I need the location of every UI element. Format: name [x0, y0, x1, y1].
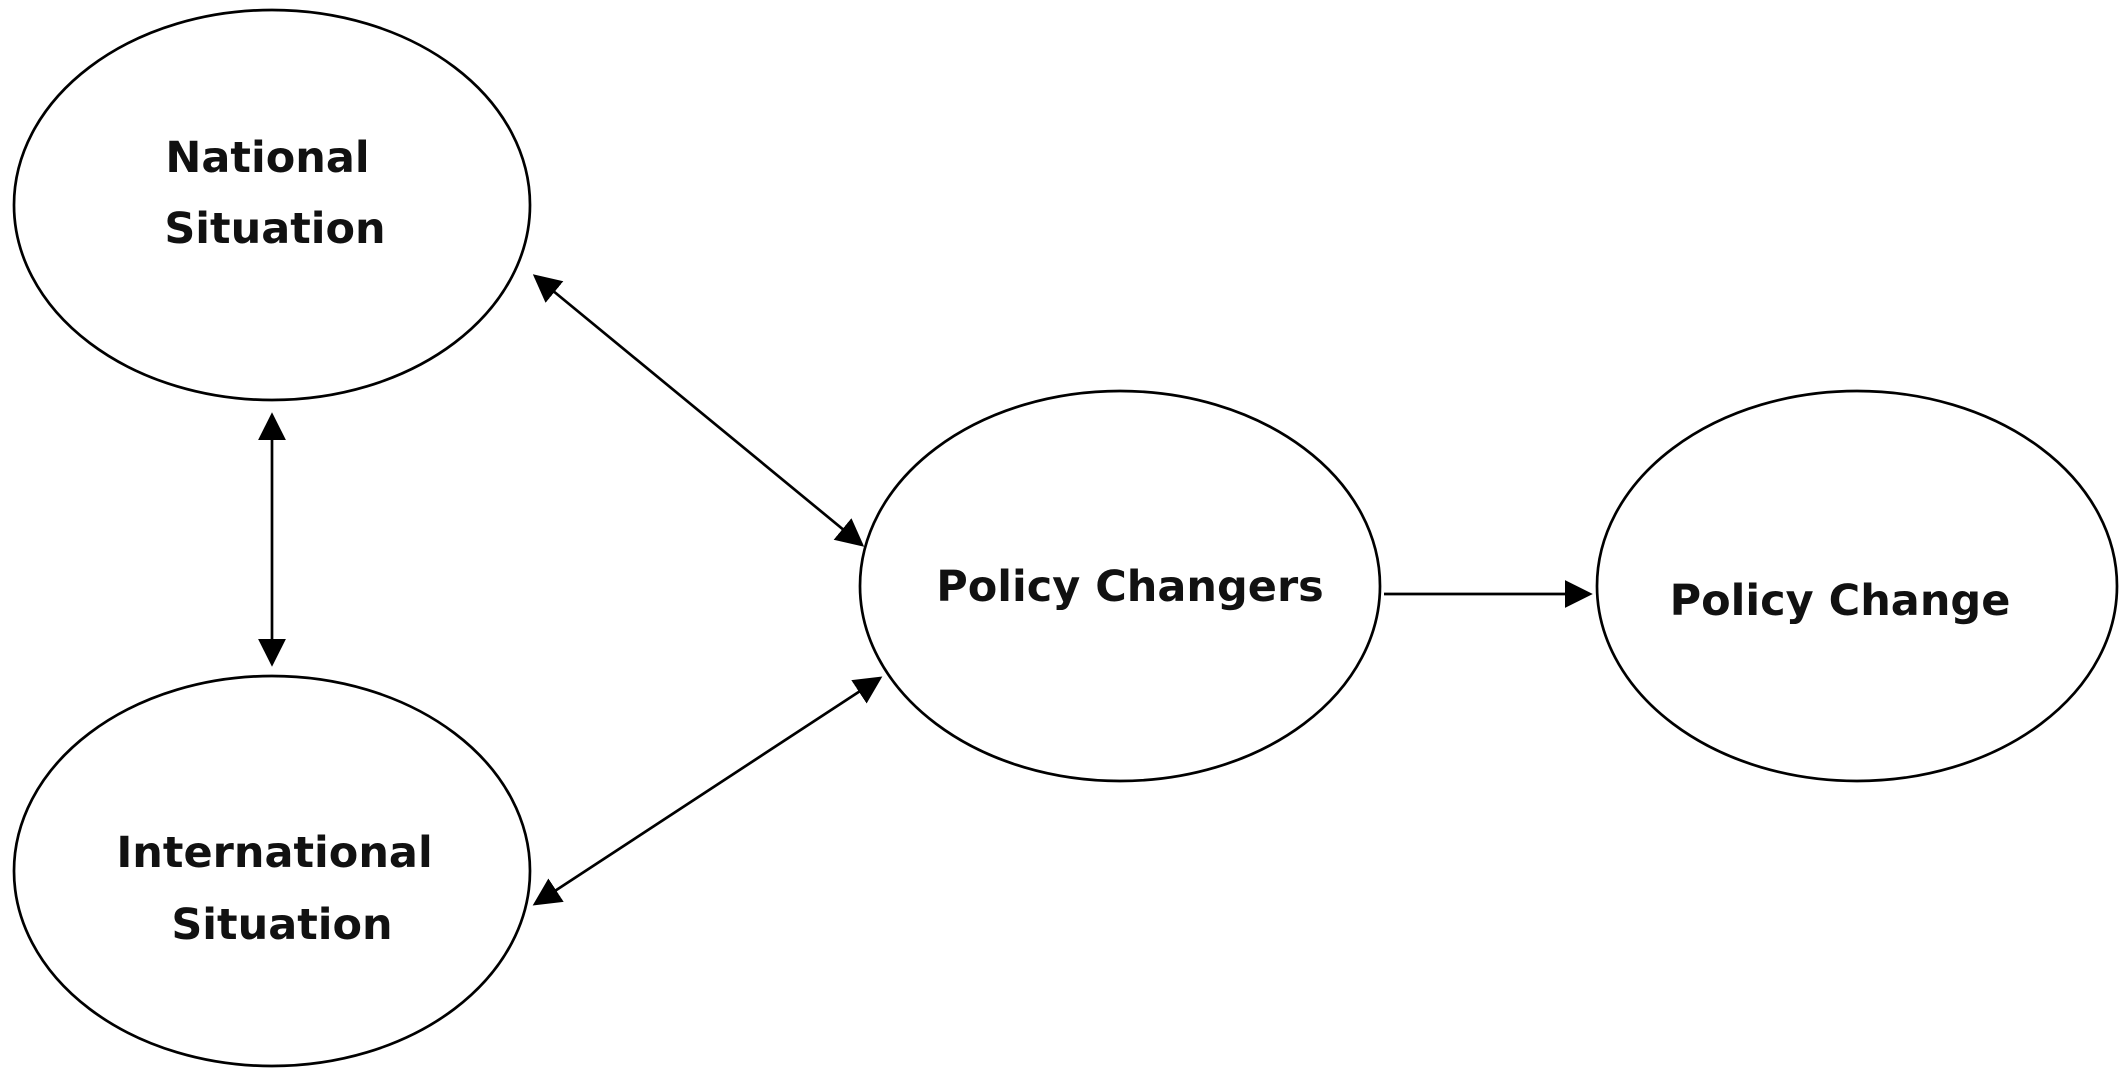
label-line: Policy Change: [1670, 576, 2011, 626]
node-policy-change-label: Policy Change: [1670, 576, 2011, 626]
node-policy-changers-shape: [858, 389, 1382, 783]
node-policy-change: Policy Change: [1595, 389, 2119, 783]
label-line: Policy Changers: [936, 562, 1324, 612]
edge-international-policy-changers: [532, 676, 883, 906]
node-national-situation-label: National Situation: [164, 133, 385, 254]
node-national-situation: National Situation: [12, 8, 532, 402]
edge-national-policy-changers: [532, 274, 865, 547]
label-line: Situation: [164, 204, 385, 254]
node-policy-changers: Policy Changers: [858, 389, 1382, 783]
node-national-situation-shape: [12, 8, 532, 402]
node-policy-change-shape: [1595, 389, 2119, 783]
node-policy-changers-label: Policy Changers: [936, 562, 1324, 612]
label-line: Situation: [171, 900, 392, 950]
node-international-situation-label: International Situation: [116, 828, 447, 950]
node-international-situation: International Situation: [12, 674, 532, 1068]
node-international-situation-shape: [12, 674, 532, 1068]
label-line: International: [116, 828, 432, 878]
label-line: National: [165, 133, 369, 183]
